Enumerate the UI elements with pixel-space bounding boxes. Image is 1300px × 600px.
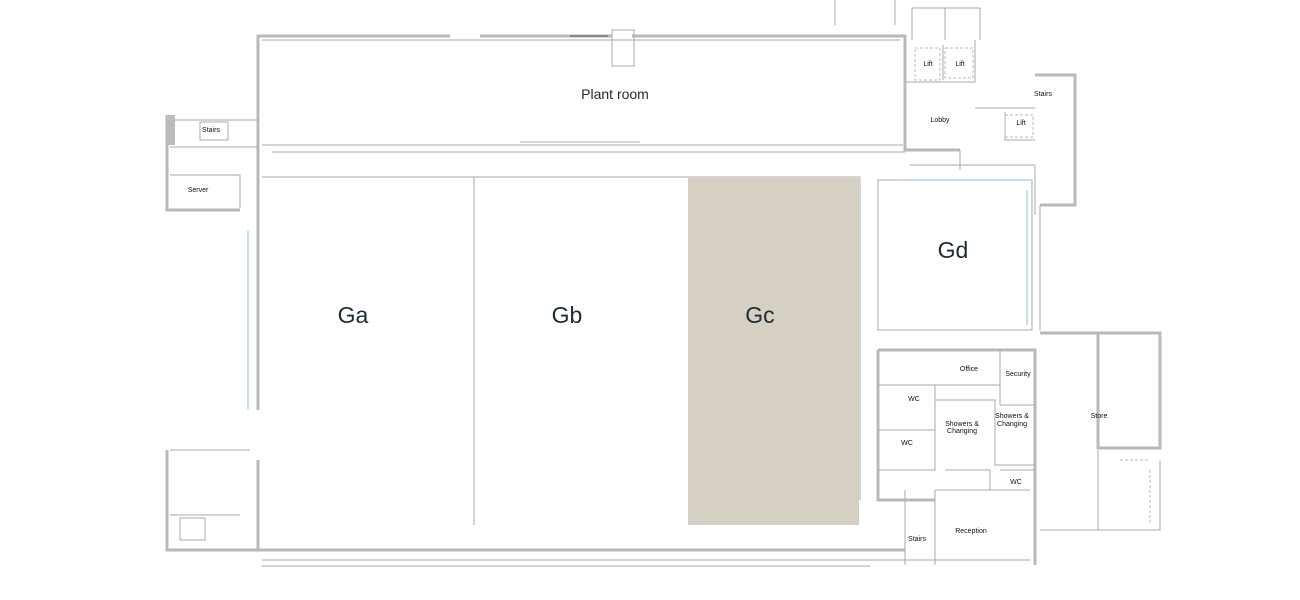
room-label-stairs-west: Stairs xyxy=(202,127,220,134)
room-ga[interactable]: Ga xyxy=(272,178,474,525)
room-label-stairs-south: Stairs xyxy=(908,536,926,543)
room-gc[interactable]: Gc xyxy=(688,178,859,525)
room-label-gd: Gd xyxy=(938,237,969,263)
room-label-wc-2: WC xyxy=(901,440,913,447)
walls xyxy=(165,0,1162,567)
room-label-gc: Gc xyxy=(745,302,774,328)
room-label-store: Store xyxy=(1091,413,1108,420)
room-label-stairs-east: Stairs xyxy=(1034,91,1052,98)
room-label-plant-room: Plant room xyxy=(581,86,649,102)
room-label-ga: Ga xyxy=(338,302,369,328)
room-label-lift-2: Lift xyxy=(955,61,964,68)
room-label-wc-1: WC xyxy=(908,396,920,403)
room-label-showers-2: Showers & xyxy=(995,413,1029,420)
room-label-office: Office xyxy=(960,366,978,373)
room-label-showers-2b: Changing xyxy=(997,421,1027,428)
room-label-gb: Gb xyxy=(552,302,583,328)
room-label-reception: Reception xyxy=(955,528,987,535)
room-gb[interactable]: Gb xyxy=(475,178,687,525)
room-label-lobby: Lobby xyxy=(930,117,950,124)
room-label-security: Security xyxy=(1005,371,1031,378)
room-label-wc-3: WC xyxy=(1010,479,1022,486)
room-label-server: Server xyxy=(188,187,209,194)
room-label-showers-1b: Changing xyxy=(947,428,977,435)
room-gd[interactable]: Gd xyxy=(938,237,969,263)
room-label-lift-3: Lift xyxy=(1016,120,1025,127)
room-label-showers-1: Showers & xyxy=(945,421,979,428)
room-label-lift-1: Lift xyxy=(923,61,932,68)
